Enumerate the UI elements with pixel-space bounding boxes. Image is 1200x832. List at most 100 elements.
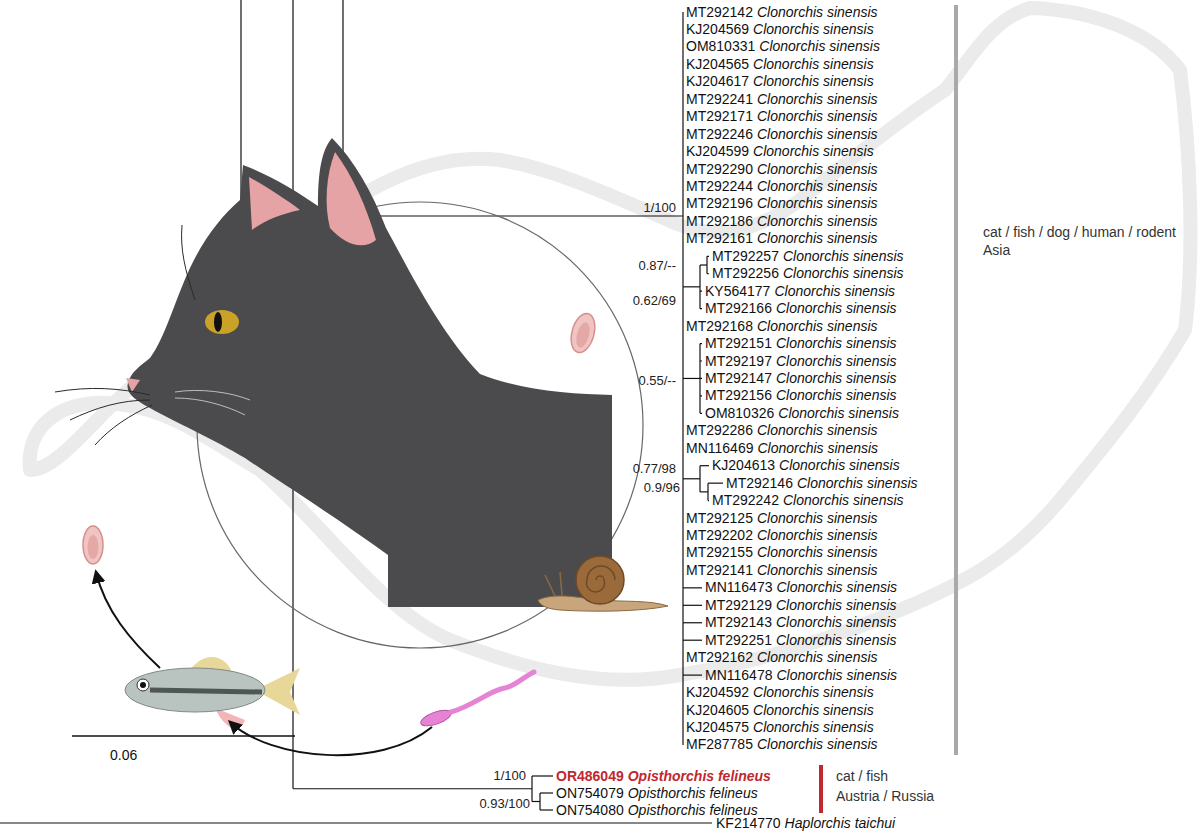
species-name: Clonorchis sinensis <box>797 475 918 492</box>
tree-branch <box>700 264 707 265</box>
species-name: Clonorchis sinensis <box>757 422 878 439</box>
species-name: Clonorchis sinensis <box>783 248 904 265</box>
support-value: 0.9/96 <box>644 479 680 496</box>
accession-number: MT292155 <box>686 544 753 561</box>
species-name: Clonorchis sinensis <box>776 597 897 614</box>
accession-number: MT292161 <box>686 230 753 247</box>
tree-branch <box>683 286 700 287</box>
tree-branch <box>540 809 553 810</box>
species-name: Clonorchis sinensis <box>753 73 874 90</box>
accession-number: KJ204599 <box>686 143 749 160</box>
accession-number: MT292146 <box>726 475 793 492</box>
accession-number: MT292142 <box>686 4 753 21</box>
support-value: 0.93/100 <box>479 795 530 812</box>
species-name: Clonorchis sinensis <box>776 335 897 352</box>
species-name: Clonorchis sinensis <box>776 387 897 404</box>
species-name: Opisthorchis felineus <box>628 785 758 802</box>
egg <box>83 526 103 564</box>
species-name: Clonorchis sinensis <box>753 21 874 38</box>
species-name: Clonorchis sinensis <box>757 108 878 125</box>
accession-number: KF214770 <box>716 815 781 832</box>
accession-number: MT292151 <box>705 335 772 352</box>
species-name: Clonorchis sinensis <box>753 143 874 160</box>
species-name: Clonorchis sinensis <box>753 702 874 719</box>
species-name: Clonorchis sinensis <box>757 126 878 143</box>
accession-number: MT292129 <box>705 597 772 614</box>
species-name: Clonorchis sinensis <box>757 562 878 579</box>
species-name: Clonorchis sinensis <box>783 492 904 509</box>
clade-bar <box>954 5 958 755</box>
accession-number: KJ204613 <box>712 457 775 474</box>
species-name: Clonorchis sinensis <box>757 178 878 195</box>
species-name: Clonorchis sinensis <box>757 649 878 666</box>
species-name: Clonorchis sinensis <box>757 736 878 753</box>
accession-number: MT292166 <box>705 300 772 317</box>
tree-branch <box>683 674 702 675</box>
accession-number: OM810331 <box>686 38 755 55</box>
tree-branch <box>683 478 700 479</box>
species-name: Clonorchis sinensis <box>776 353 897 370</box>
tree-branch <box>532 801 540 802</box>
accession-number: MT292125 <box>686 510 753 527</box>
tree-branches <box>0 0 723 823</box>
species-name: Clonorchis sinensis <box>774 283 895 300</box>
host-range-note: cat / fish / dog / human / rodent <box>983 224 1176 241</box>
species-name: Opisthorchis felineus <box>628 768 771 785</box>
accession-number: MT292171 <box>686 108 753 125</box>
species-name: Clonorchis sinensis <box>757 527 878 544</box>
accession-number: MT292168 <box>686 318 753 335</box>
species-name: Clonorchis sinensis <box>776 632 897 649</box>
cat-illustration <box>55 138 612 607</box>
accession-number: MN116473 <box>705 579 772 596</box>
accession-number: MT292256 <box>712 265 779 282</box>
support-value: 1/100 <box>493 767 526 784</box>
support-value: 0.77/98 <box>633 460 676 477</box>
species-name: Clonorchis sinensis <box>776 614 897 631</box>
accession-number: OR486049 <box>556 768 624 785</box>
accession-number: MT292257 <box>712 248 779 265</box>
accession-number: KJ204605 <box>686 702 749 719</box>
species-name: Clonorchis sinensis <box>753 719 874 736</box>
tree-branch <box>683 587 702 588</box>
tree-branch <box>540 792 553 793</box>
cycle-arrow <box>96 572 160 668</box>
accession-number: MT292202 <box>686 527 753 544</box>
species-name: Clonorchis sinensis <box>753 684 874 701</box>
scale-bar <box>72 735 295 736</box>
tree-branch <box>683 378 700 379</box>
accession-number: MT292286 <box>686 422 753 439</box>
species-name: Clonorchis sinensis <box>776 300 897 317</box>
tree-branch <box>683 640 702 641</box>
region-note: Austria / Russia <box>836 788 934 805</box>
species-name: Clonorchis sinensis <box>757 161 878 178</box>
accession-number: MF287785 <box>686 736 753 753</box>
map-outline <box>30 8 1191 680</box>
tree-branch <box>708 483 723 484</box>
tree-branch <box>700 491 708 492</box>
accession-number: MT292196 <box>686 195 753 212</box>
accession-number: MN116469 <box>686 440 753 457</box>
accession-number: ON754080 <box>556 802 624 819</box>
accession-number: MT292197 <box>705 353 772 370</box>
accession-number: MT292251 <box>705 632 772 649</box>
host-range-note: cat / fish <box>836 768 888 785</box>
tree-branch <box>683 622 702 623</box>
accession-number: MT292141 <box>686 562 753 579</box>
species-name: Clonorchis sinensis <box>757 213 878 230</box>
accession-number: MN116478 <box>705 667 772 684</box>
species-name: Clonorchis sinensis <box>757 4 878 21</box>
accession-number: MT292162 <box>686 649 753 666</box>
species-name: Clonorchis sinensis <box>757 230 878 247</box>
support-value: 0.55/-- <box>638 372 676 389</box>
accession-number: ON754079 <box>556 785 624 802</box>
accession-number: KY564177 <box>705 283 770 300</box>
accession-number: KJ204617 <box>686 73 749 90</box>
species-name: Clonorchis sinensis <box>779 457 900 474</box>
species-name: Clonorchis sinensis <box>757 91 878 108</box>
species-name: Clonorchis sinensis <box>757 440 878 457</box>
species-name: Clonorchis sinensis <box>778 405 899 422</box>
species-name: Clonorchis sinensis <box>757 510 878 527</box>
tree-branch <box>700 465 709 466</box>
tree-branch <box>292 787 293 789</box>
